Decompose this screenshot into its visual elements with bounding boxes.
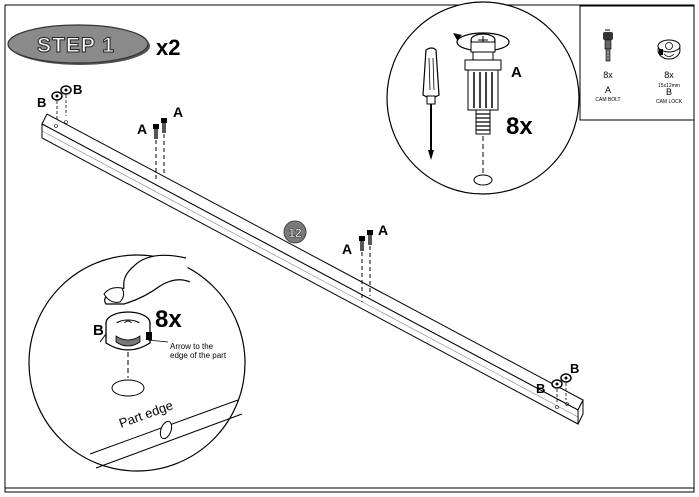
cam-bolt-group-left: A A bbox=[137, 104, 183, 182]
cam-lock-label: B bbox=[37, 95, 46, 110]
cam-lock-icon bbox=[657, 39, 681, 60]
cam-lock-label: B bbox=[536, 381, 545, 396]
thumb-icon bbox=[103, 254, 191, 305]
cam-bolt-group-mid: A A bbox=[342, 222, 388, 302]
cam-bolt-label: A bbox=[137, 121, 147, 137]
arrow-note-line1: Arrow to the bbox=[170, 342, 214, 351]
cam-lock-group-right: B B bbox=[536, 361, 579, 402]
detail-top-quantity: 8x bbox=[506, 113, 533, 140]
rail-part bbox=[41, 113, 584, 425]
legend-cam-bolt-qty: 8x bbox=[603, 70, 613, 80]
cam-lock-label: B bbox=[570, 361, 579, 376]
cam-lock-detail-icon bbox=[99, 311, 152, 397]
cam-lock-group-left: B B bbox=[37, 82, 82, 120]
screwdriver-icon bbox=[422, 47, 440, 160]
detail-top-letter: A bbox=[511, 64, 522, 81]
step-label: STEP 1 bbox=[37, 34, 115, 57]
cam-bolt-detail-icon bbox=[464, 33, 502, 186]
detail-bottom-quantity: 8x bbox=[155, 306, 182, 333]
cam-bolt-icon bbox=[603, 29, 613, 62]
detail-circle-cam-bolt: A 8x bbox=[386, 1, 580, 195]
step-badge: STEP 1 bbox=[7, 24, 150, 65]
legend-cam-lock-size: 15x12mm bbox=[658, 83, 680, 89]
cam-bolt-label: A bbox=[378, 222, 388, 238]
cam-bolt-label: A bbox=[342, 241, 352, 257]
legend-cam-bolt-name: CAM BOLT bbox=[595, 97, 620, 103]
part-number: 12 bbox=[288, 226, 302, 240]
legend-cam-lock-letter: B bbox=[666, 87, 672, 97]
arrow-note-line2: edge of the part bbox=[170, 351, 227, 360]
legend-cam-bolt-letter: A bbox=[605, 85, 611, 95]
page-frame bbox=[4, 4, 695, 493]
hardware-legend: 8x A CAM BOLT 8x 15x12mm B CAM LOCK bbox=[579, 5, 695, 121]
legend-cam-lock-qty: 8x bbox=[664, 70, 674, 80]
step-multiplier: x2 bbox=[156, 35, 180, 60]
detail-circle-cam-lock: B 8x Arrow to the edge of the part Part … bbox=[28, 254, 246, 472]
legend-cam-lock-name: CAM LOCK bbox=[656, 99, 683, 105]
detail-bottom-letter: B bbox=[93, 322, 104, 339]
part-edge-line bbox=[89, 399, 243, 469]
cam-lock-label: B bbox=[73, 82, 82, 97]
part-number-badge: 12 bbox=[283, 220, 307, 244]
cam-bolt-label: A bbox=[173, 104, 183, 120]
